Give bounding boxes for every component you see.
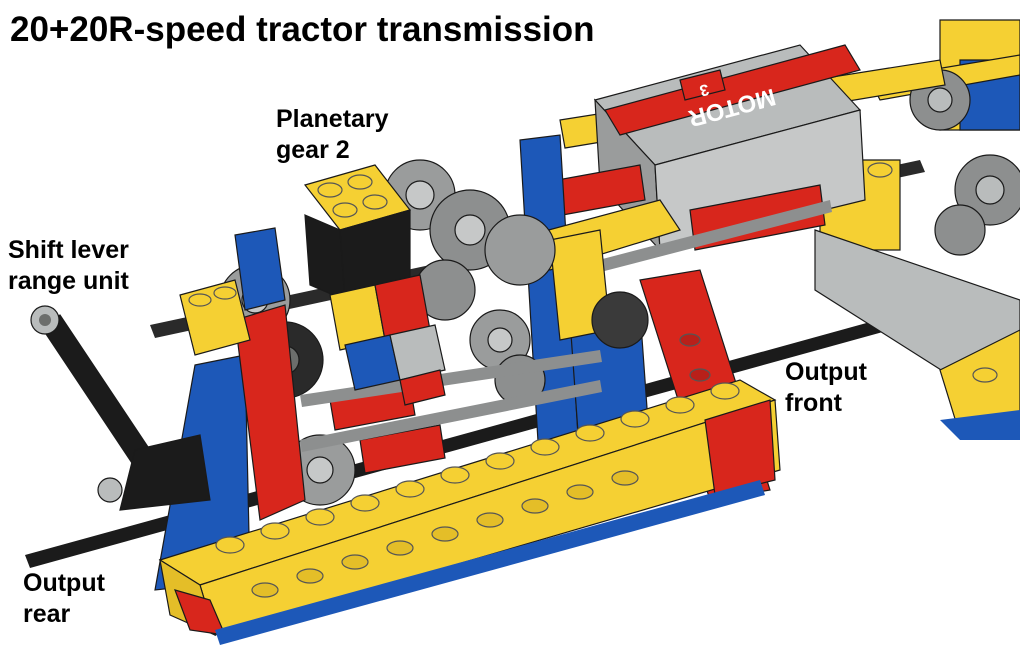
red-shaft-front-2 [359, 424, 446, 474]
front-yellow-beam [158, 379, 781, 645]
gray-axle-motor [560, 200, 832, 282]
label-shift-line1: Shift lever [8, 236, 129, 264]
label-output-front: Output front [785, 357, 867, 419]
motor-number: 3 [698, 80, 711, 99]
front-beam-studs [215, 382, 740, 598]
label-output-front-line1: Output [785, 358, 867, 386]
label-output-front-line2: front [785, 389, 842, 417]
label-planetary-gear: Planetary gear 2 [276, 104, 389, 166]
label-output-rear-line1: Output [23, 569, 105, 597]
gray-axle-front-2 [300, 380, 602, 452]
label-shift-line2: range unit [8, 267, 129, 295]
gray-axle-front [300, 350, 602, 407]
blue-upright-back [234, 227, 286, 311]
red-upright-left [234, 304, 306, 521]
shift-lever [30, 305, 211, 511]
label-planetary-line2: gear 2 [276, 136, 350, 164]
label-planetary-line1: Planetary [276, 105, 389, 133]
label-output-rear-line2: rear [23, 600, 71, 628]
label-shift-lever: Shift lever range unit [8, 235, 129, 297]
planetary-gear-block [303, 164, 446, 406]
label-output-rear: Output rear [23, 568, 105, 630]
diagram-title: 20+20R-speed tractor transmission [10, 10, 595, 49]
